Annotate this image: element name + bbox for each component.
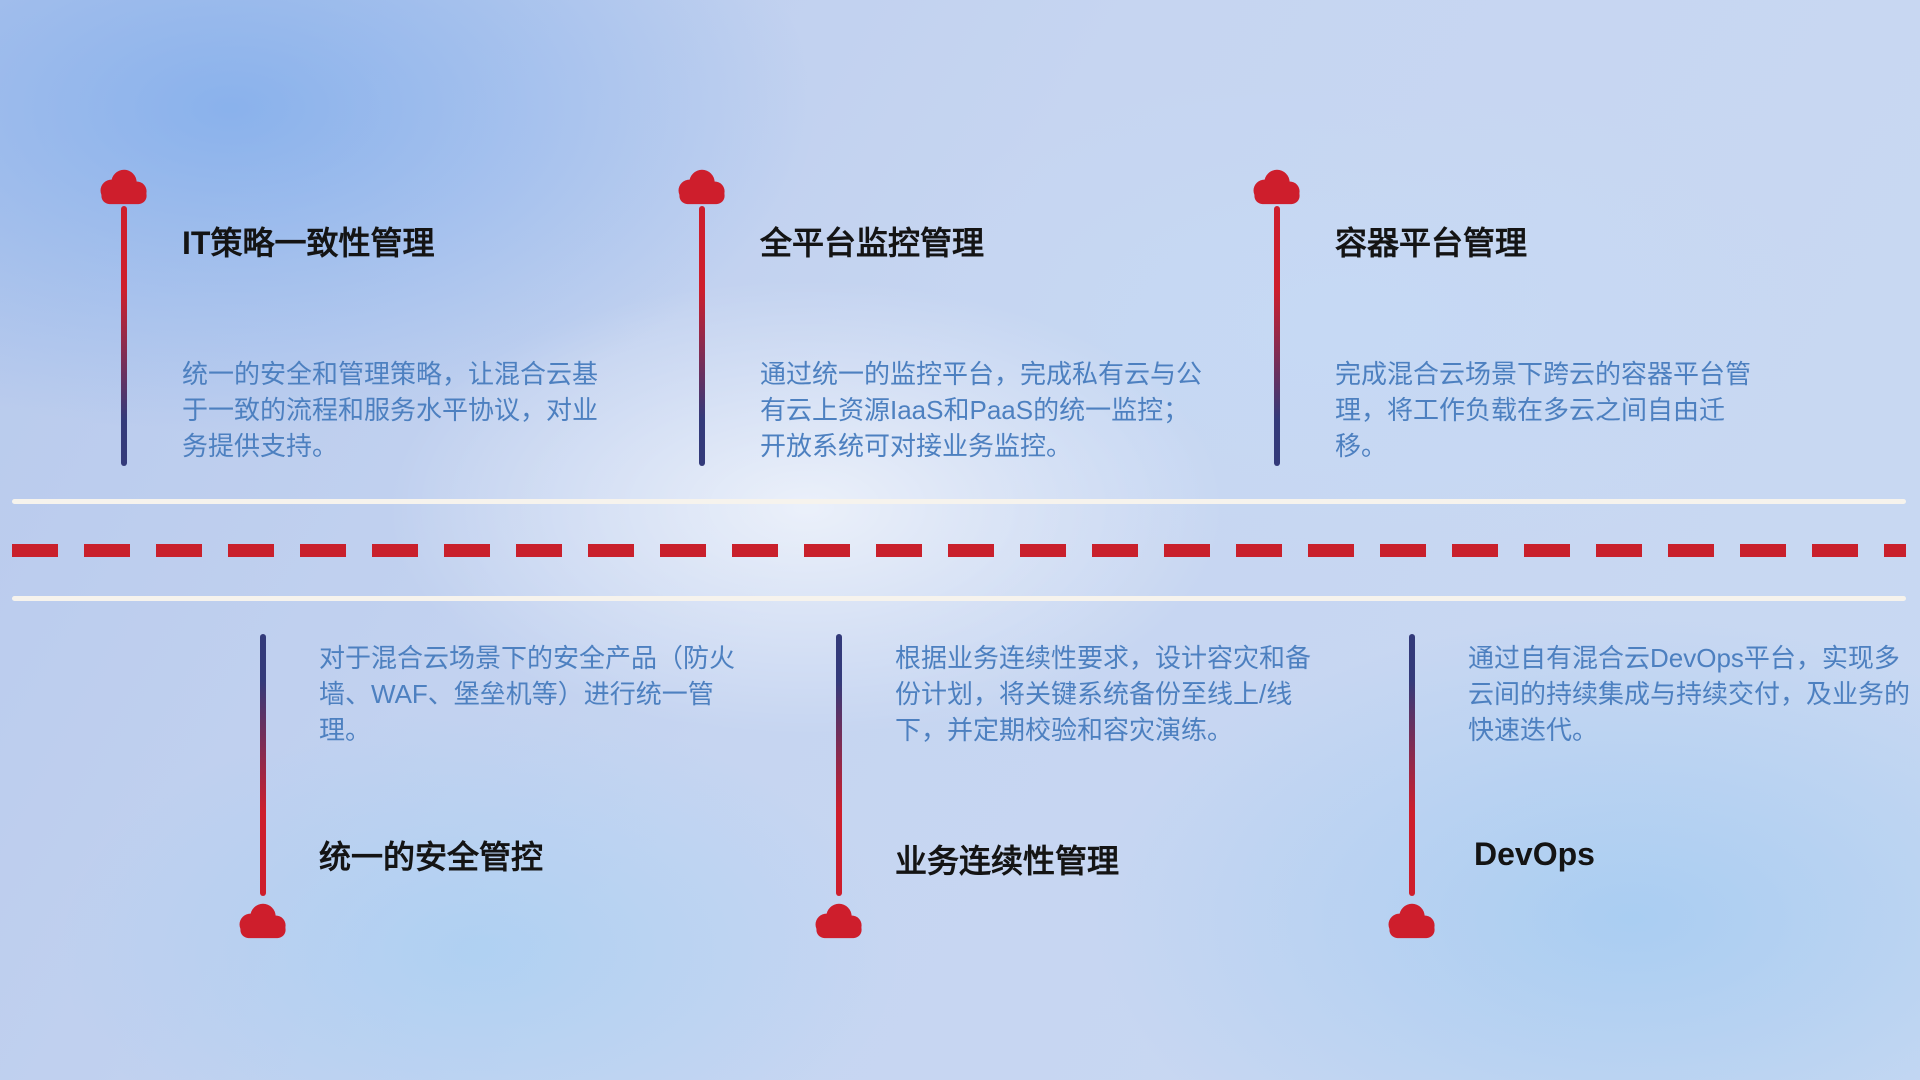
feature-title: 统一的安全管控 bbox=[319, 839, 544, 875]
feature-item-monitoring: 全平台监控管理 通过统一的监控平台，完成私有云与公有云上资源IaaS和PaaS的… bbox=[674, 166, 1234, 496]
feature-description: 根据业务连续性要求，设计容灾和备份计划，将关键系统备份至线上/线下，并定期校验和… bbox=[895, 643, 1312, 745]
feature-title: DevOps bbox=[1474, 836, 1595, 872]
timeline-connector bbox=[121, 206, 127, 466]
cloud-icon bbox=[674, 166, 730, 206]
feature-title: IT策略一致性管理 bbox=[182, 225, 435, 261]
cloud-icon bbox=[235, 900, 291, 940]
feature-item-business-continuity: 根据业务连续性要求，设计容灾和备份计划，将关键系统备份至线上/线下，并定期校验和… bbox=[811, 634, 1371, 946]
feature-item-devops: 通过自有混合云DevOps平台，实现多云间的持续集成与持续交付，及业务的快速迭代… bbox=[1384, 634, 1920, 946]
feature-description: 统一的安全和管理策略，让混合云基于一致的流程和服务水平协议，对业务提供支持。 bbox=[182, 359, 599, 461]
feature-item-container-platform: 容器平台管理 完成混合云场景下跨云的容器平台管理，将工作负载在多云之间自由迁移。 bbox=[1249, 166, 1809, 496]
feature-item-it-policy: IT策略一致性管理 统一的安全和管理策略，让混合云基于一致的流程和服务水平协议，… bbox=[96, 166, 656, 496]
cloud-icon bbox=[811, 900, 867, 940]
feature-description: 对于混合云场景下的安全产品（防火墙、WAF、堡垒机等）进行统一管理。 bbox=[319, 643, 736, 745]
feature-description: 通过统一的监控平台，完成私有云与公有云上资源IaaS和PaaS的统一监控；开放系… bbox=[760, 359, 1203, 461]
timeline-connector bbox=[1409, 634, 1415, 896]
cloud-icon bbox=[1249, 166, 1305, 206]
feature-description: 完成混合云场景下跨云的容器平台管理，将工作负载在多云之间自由迁移。 bbox=[1335, 359, 1752, 461]
feature-description: 通过自有混合云DevOps平台，实现多云间的持续集成与持续交付，及业务的快速迭代… bbox=[1468, 643, 1911, 745]
cloud-icon bbox=[1384, 900, 1440, 940]
feature-title: 全平台监控管理 bbox=[760, 225, 985, 261]
feature-title: 容器平台管理 bbox=[1335, 225, 1528, 261]
timeline-connector bbox=[1274, 206, 1280, 466]
timeline-connector bbox=[260, 634, 266, 896]
timeline-connector bbox=[699, 206, 705, 466]
divider-dashed-line bbox=[12, 544, 1906, 557]
feature-item-security-control: 对于混合云场景下的安全产品（防火墙、WAF、堡垒机等）进行统一管理。 统一的安全… bbox=[235, 634, 795, 946]
divider-line-bottom bbox=[12, 596, 1906, 601]
timeline-connector bbox=[836, 634, 842, 896]
feature-title: 业务连续性管理 bbox=[895, 843, 1120, 879]
cloud-icon bbox=[96, 166, 152, 206]
divider-line-top bbox=[12, 499, 1906, 504]
